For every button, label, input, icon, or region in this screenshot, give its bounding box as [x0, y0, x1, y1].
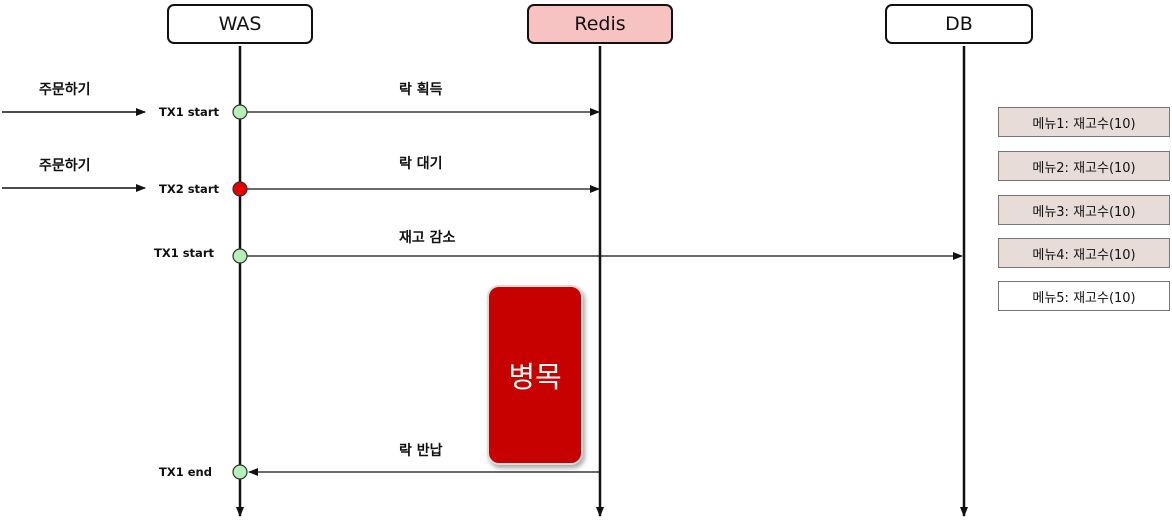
order-label-2: 주문하기 [39, 158, 91, 174]
tx1-start-node [232, 104, 248, 120]
tx1-restart-label: TX1 start [154, 246, 214, 260]
db-row-menu1: 메뉴1: 재고수(10) [998, 107, 1170, 137]
tx1-end-label: TX1 end [159, 465, 212, 479]
db-participant: DB [885, 4, 1033, 44]
tx1-end-node [232, 464, 248, 480]
tx2-start-node [232, 181, 248, 197]
lock-wait-label: 락 대기 [399, 156, 443, 172]
was-participant: WAS [167, 4, 313, 44]
tx1-restart-node [232, 248, 248, 264]
bottleneck-label: 병목 [508, 360, 562, 394]
db-row-menu3: 메뉴3: 재고수(10) [998, 195, 1170, 225]
tx1-start-label: TX1 start [159, 105, 219, 119]
db-row-menu5: 메뉴5: 재고수(10) [998, 281, 1170, 311]
lock-release-label: 락 반납 [399, 443, 443, 459]
stock-decrease-label: 재고 감소 [399, 230, 456, 246]
redis-participant: Redis [527, 4, 673, 44]
db-row-menu4: 메뉴4: 재고수(10) [998, 238, 1170, 268]
tx2-start-label: TX2 start [159, 182, 219, 196]
lock-acquire-label: 락 획득 [399, 82, 443, 98]
order-label-1: 주문하기 [39, 82, 91, 98]
bottleneck-box: 병목 [487, 285, 583, 465]
db-row-menu2: 메뉴2: 재고수(10) [998, 151, 1170, 181]
